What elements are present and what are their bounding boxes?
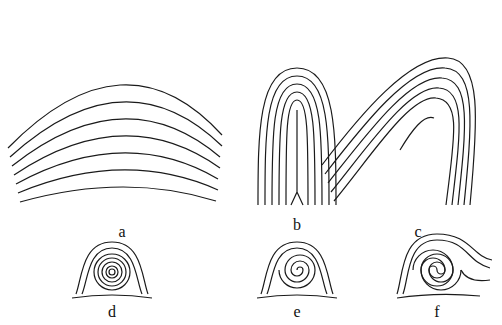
tented-arch: [258, 68, 336, 205]
spiral-whorl: [257, 242, 337, 298]
figure-label: c: [414, 224, 421, 240]
double-loop: [397, 234, 492, 298]
loop: [322, 58, 476, 205]
figure-label: a: [118, 224, 125, 240]
concentric-whorl: [72, 242, 152, 298]
plain-arch: [8, 85, 222, 202]
figure-label: e: [293, 304, 300, 320]
figure-label: f: [434, 304, 439, 320]
figure-label: b: [293, 217, 301, 233]
figure-label: d: [108, 304, 116, 320]
